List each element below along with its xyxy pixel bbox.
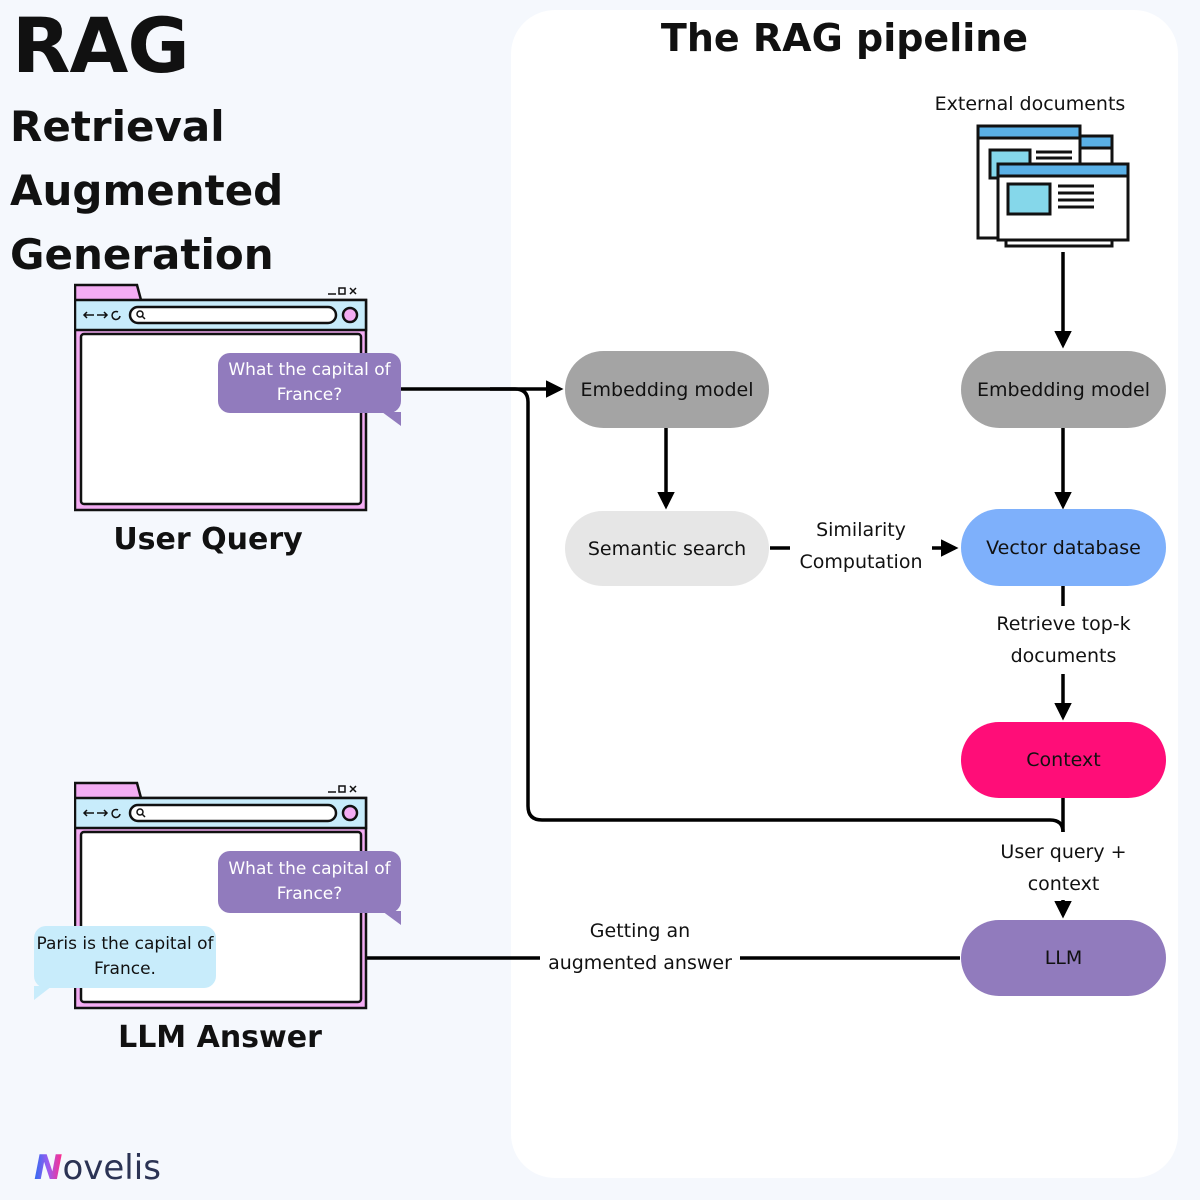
query-chat-bubble: What the capital of France? bbox=[218, 353, 401, 413]
similarity-label-line-1: Similarity bbox=[816, 519, 906, 541]
logo-letter: N bbox=[34, 1148, 63, 1188]
query-bubble-tail bbox=[382, 412, 401, 426]
user-query-caption: User Query bbox=[113, 522, 303, 557]
similarity-label: Similarity Computation bbox=[785, 514, 937, 578]
retrieve-label: Retrieve top-k documents bbox=[960, 608, 1167, 672]
context-node: Context bbox=[961, 722, 1166, 798]
embedding-model-docs-node: Embedding model bbox=[961, 351, 1166, 428]
similarity-label-line-2: Computation bbox=[799, 551, 923, 573]
augmented-answer-label: Getting an augmented answer bbox=[540, 915, 740, 979]
external-docs-label: External documents bbox=[934, 93, 1126, 115]
documents-icon bbox=[976, 124, 1130, 248]
answer-query-chat-bubble: What the capital of France? bbox=[218, 851, 401, 913]
query-context-label-line-2: context bbox=[1027, 873, 1100, 895]
embedding-model-query-node: Embedding model bbox=[565, 351, 769, 428]
query-to-llm-connector bbox=[490, 387, 1065, 833]
answer-bubble-tail bbox=[34, 986, 52, 1000]
augmented-label-line-2: augmented answer bbox=[548, 952, 732, 974]
query-context-label: User query + context bbox=[960, 836, 1167, 900]
answer-query-bubble-tail bbox=[382, 911, 401, 925]
llm-node: LLM bbox=[961, 920, 1166, 996]
page-subtitle: Retrieval Augmented Generation bbox=[10, 102, 284, 279]
vector-database-node: Vector database bbox=[961, 509, 1166, 586]
semantic-search-node: Semantic search bbox=[565, 511, 769, 586]
retrieve-label-line-1: Retrieve top-k bbox=[996, 613, 1131, 635]
llm-answer-caption: LLM Answer bbox=[118, 1020, 322, 1055]
page-title: RAG bbox=[12, 1, 190, 90]
query-context-label-line-1: User query + bbox=[1000, 841, 1127, 863]
retrieve-label-line-2: documents bbox=[1010, 645, 1117, 667]
llm-answer-chat-bubble: Paris is the capital of France. bbox=[34, 926, 216, 988]
pipeline-title: The RAG pipeline bbox=[660, 16, 1029, 60]
augmented-label-line-1: Getting an bbox=[589, 920, 691, 942]
logo-text: ovelis bbox=[62, 1148, 161, 1188]
